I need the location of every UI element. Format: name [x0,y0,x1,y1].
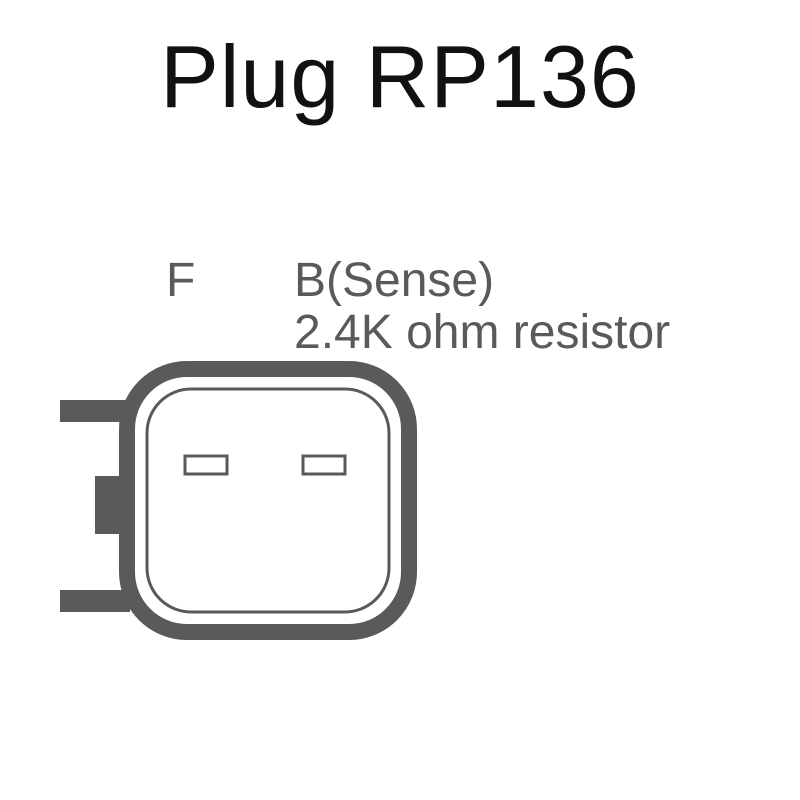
pin-label-f: F [166,254,196,307]
lower-latch-tab [60,590,130,612]
terminal-slot-f [183,454,229,476]
page-title: Plug RP136 [160,27,640,126]
upper-latch-tab [60,400,130,422]
pin-note-resistor: 2.4K ohm resistor [294,306,671,359]
terminal-slot-b [301,454,347,476]
plug-housing-inner [145,387,391,614]
pin-label-b: B(Sense) [294,254,495,307]
